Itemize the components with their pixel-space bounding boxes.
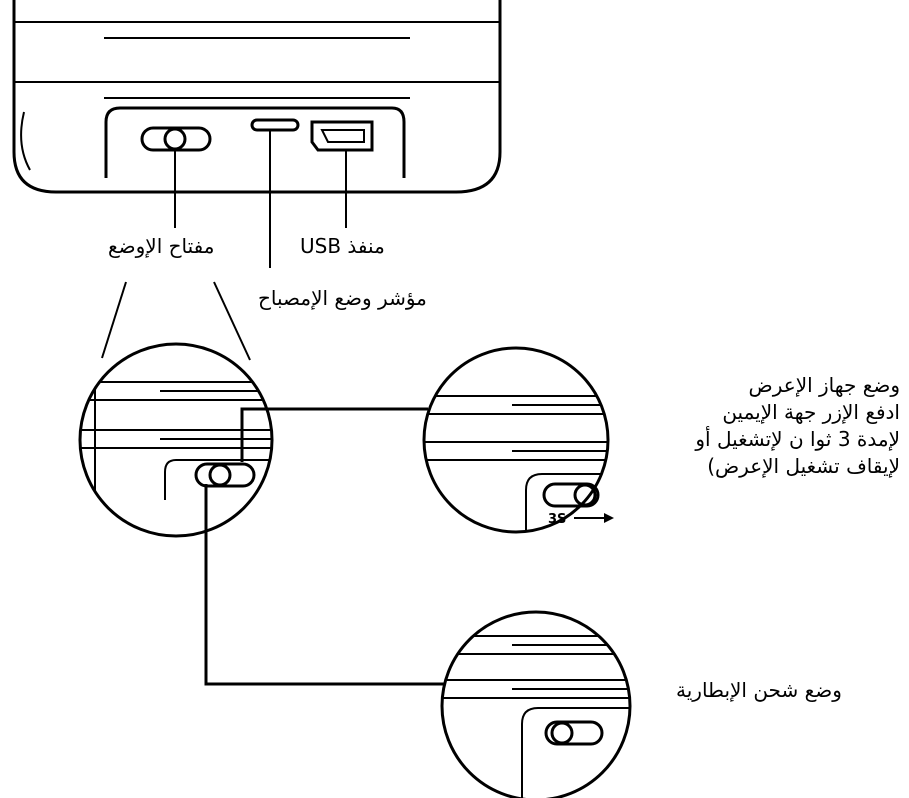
connector-charge bbox=[204, 484, 445, 686]
usb-port-label: منفذ USB bbox=[300, 234, 385, 258]
zoom-circle-charge bbox=[440, 610, 632, 798]
zoom-circle-switch bbox=[78, 342, 274, 538]
usb-port bbox=[310, 120, 374, 152]
display-mode-label: وضع جهاز الإعرض ادفع الإزر جهة الإيمين ل… bbox=[695, 373, 900, 478]
connector-display bbox=[240, 407, 428, 462]
magnifier-line-left bbox=[101, 281, 127, 359]
device-body bbox=[12, 0, 502, 194]
mode-switch bbox=[140, 126, 212, 152]
three-second-marking: 3S bbox=[548, 512, 566, 527]
led-indicator bbox=[250, 118, 300, 132]
mode-switch-label: مفتاح الإوضع bbox=[108, 234, 215, 258]
magnifier-line-right bbox=[213, 281, 251, 361]
charge-mode-label: وضع شحن الإبطارية bbox=[676, 678, 842, 702]
zoom-circle-display: 3S bbox=[422, 346, 614, 534]
led-indicator-label: مؤشر وضع الإمصباح bbox=[258, 286, 427, 310]
